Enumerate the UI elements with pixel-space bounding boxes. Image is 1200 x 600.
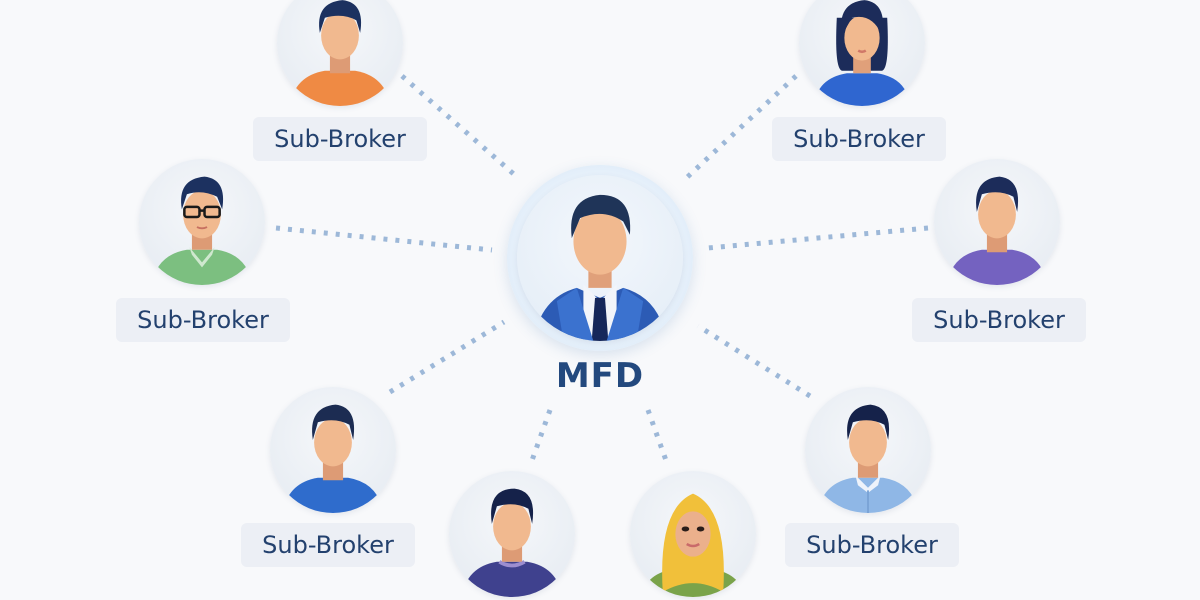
businessman-avatar-icon (517, 175, 683, 341)
sub-broker-label: Sub-Broker (253, 117, 427, 161)
connector-mid-left (275, 225, 493, 253)
connector-top-left (400, 74, 518, 178)
man-blue-shirt-avatar-icon (270, 387, 396, 513)
woman-blue-shirt-avatar-icon (799, 0, 925, 106)
woman-hijab-avatar-icon (630, 471, 756, 597)
sub-broker-label: Sub-Broker (785, 523, 959, 567)
connector-bottom-right (696, 323, 812, 399)
sub-broker-label: Sub-Broker (241, 523, 415, 567)
connector-top-right (680, 74, 798, 184)
sub-broker-label: Sub-Broker (772, 117, 946, 161)
man-orange-shirt-avatar-icon (277, 0, 403, 106)
connector-bottom-center-left (527, 409, 553, 467)
connector-bottom-center-right (645, 409, 671, 467)
man-purple-shirt-avatar-icon (934, 159, 1060, 285)
center-label: MFD (555, 356, 645, 396)
man-indigo-shirt-avatar-icon (449, 471, 575, 597)
sub-broker-label: Sub-Broker (116, 298, 290, 342)
connector-bottom-left (388, 319, 506, 395)
man-glasses-green-shirt-avatar-icon (139, 159, 265, 285)
sub-broker-label: Sub-Broker (912, 298, 1086, 342)
man-light-blue-collared-shirt-avatar-icon (805, 387, 931, 513)
connector-mid-right (707, 225, 929, 251)
